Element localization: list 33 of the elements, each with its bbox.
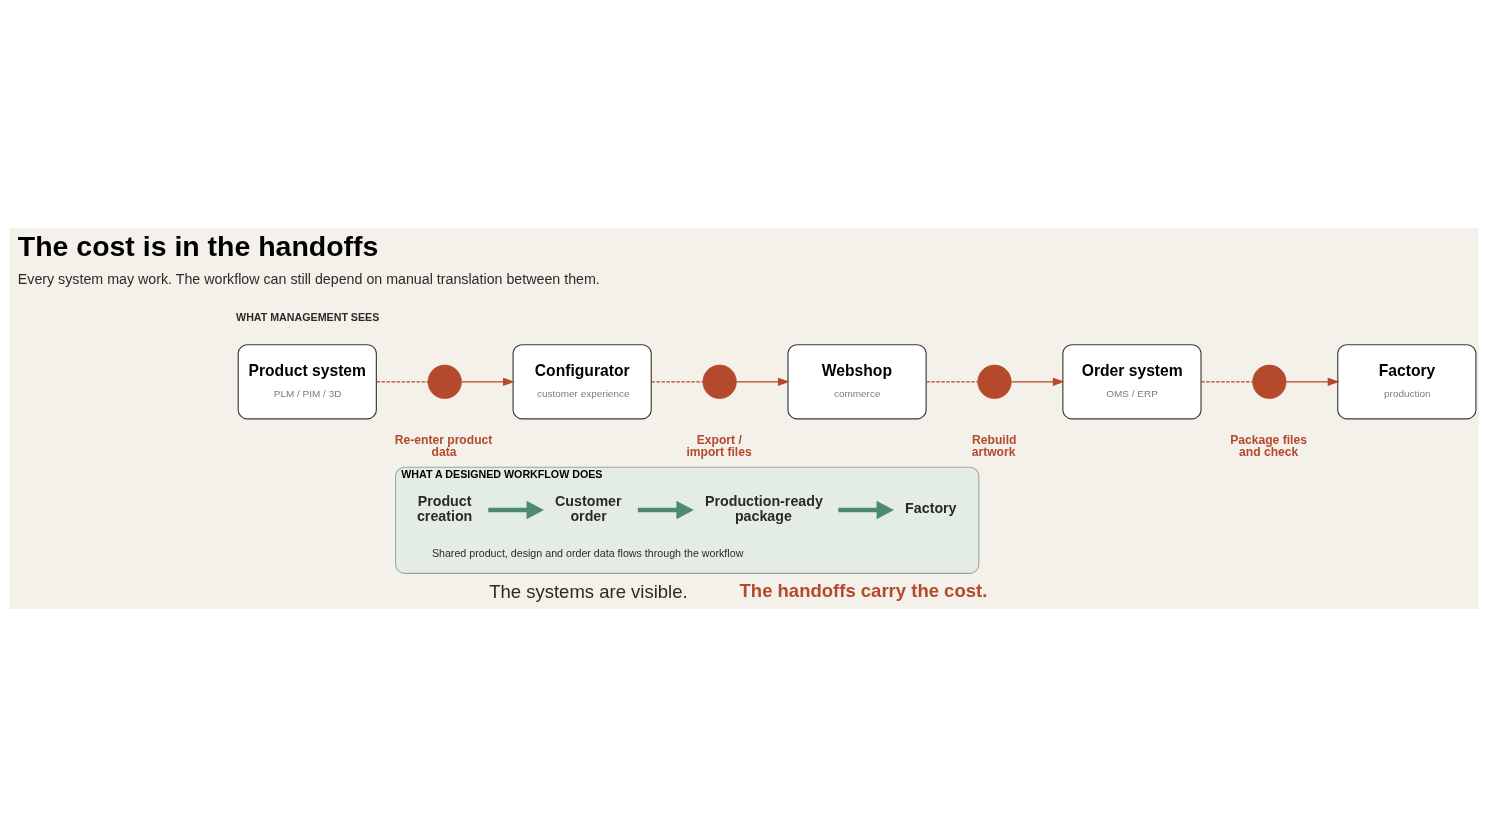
node-text: Factory	[905, 499, 957, 516]
node-label: Package files and check	[1230, 432, 1307, 459]
arrow	[488, 500, 544, 520]
arrow	[461, 377, 515, 386]
arrow	[1285, 377, 1340, 386]
node-person	[427, 364, 462, 399]
connector	[375, 381, 429, 383]
node-box: Configurator customer experience	[512, 344, 652, 420]
arrow	[1010, 377, 1065, 386]
node-box: Product system PLM / PIM / 3D	[237, 344, 377, 420]
connector	[1200, 381, 1254, 383]
label: The systems are visible.	[489, 580, 688, 602]
diagram-title: The cost is in the handoffs	[17, 229, 379, 262]
connector	[925, 381, 979, 383]
node-label: Rebuild artwork	[971, 432, 1017, 459]
label: WHAT MANAGEMENT SEES	[236, 310, 380, 323]
connector	[650, 381, 704, 383]
arrow	[838, 500, 894, 520]
label: Every system may work. The workflow can still depend on manual translation between them.	[17, 271, 600, 288]
node-person	[1252, 364, 1287, 399]
node-box: Webshop commerce	[787, 344, 927, 420]
node-person	[702, 364, 737, 399]
node-box: Order system OMS / ERP	[1062, 344, 1202, 420]
node-label: Export / import files	[686, 432, 752, 459]
node-person	[977, 364, 1012, 399]
label: The handoffs carry the cost.	[739, 580, 988, 602]
arrow	[735, 377, 790, 386]
arrow	[637, 500, 694, 520]
node-text: Product creation	[416, 493, 473, 524]
node-text: Customer order	[555, 493, 622, 524]
node-label: Re-enter product data	[394, 432, 493, 459]
node-text: Production-ready package	[705, 493, 823, 524]
node-box: Factory production	[1337, 344, 1477, 420]
